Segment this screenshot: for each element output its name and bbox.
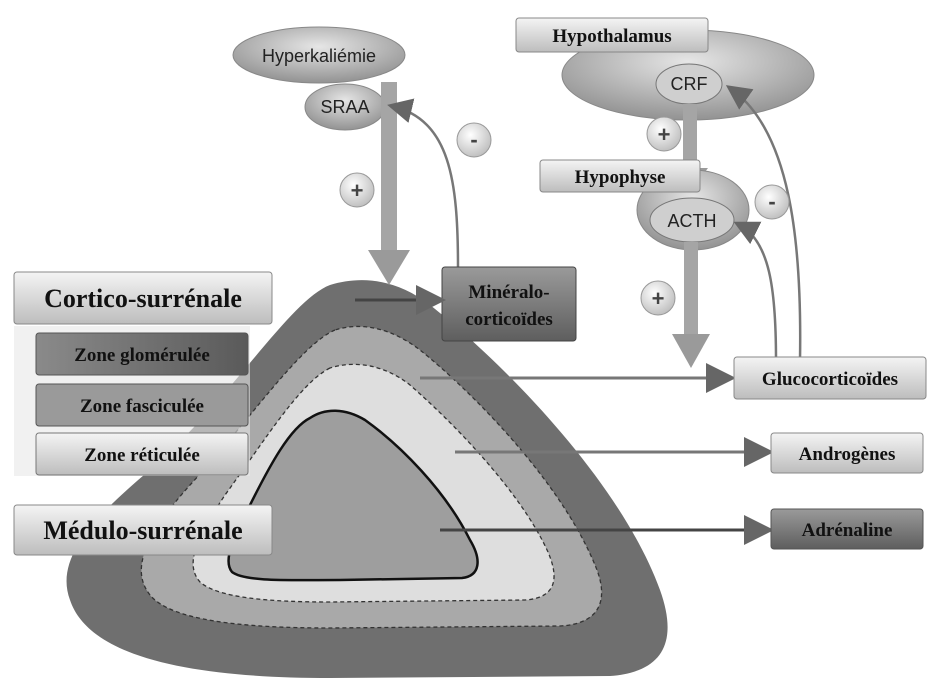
gluco-label: Glucocorticoïdes: [762, 369, 898, 390]
gluco-feedback-to-acth: [738, 224, 776, 360]
crf-node: CRF: [656, 64, 722, 104]
cortex-label: Cortico-surrénale: [44, 284, 242, 313]
adre-label: Adrénaline: [802, 520, 893, 541]
mineralo-box: Minéralo- corticoïdes: [442, 267, 576, 341]
hypothalamus-label: Hypothalamus: [552, 26, 671, 47]
mineralo-label-line1: Minéralo-: [468, 282, 549, 303]
zone-glomerulee-label: Zone glomérulée: [74, 345, 210, 366]
acth-label: ACTH: [668, 211, 717, 231]
cortex-label-box: Cortico-surrénale: [14, 272, 272, 324]
plus-sign-acth: +: [641, 281, 675, 315]
hyperkaliemie-label: Hyperkaliémie: [262, 46, 376, 66]
plus-sign-crf: +: [647, 117, 681, 151]
andro-label: Androgènes: [799, 444, 896, 465]
zone-fasciculee-box: Zone fasciculée: [36, 384, 248, 426]
minus-sign-acth: -: [755, 185, 789, 219]
hyperkaliemie-node: Hyperkaliémie: [233, 27, 405, 83]
acth-stimulation-arrow: [672, 242, 710, 368]
svg-text:+: +: [652, 286, 665, 311]
hypophyse-label: Hypophyse: [575, 167, 666, 188]
adre-box: Adrénaline: [771, 509, 923, 549]
zone-glomerulee-box: Zone glomérulée: [36, 333, 248, 375]
hypothalamus-label-box: Hypothalamus: [516, 18, 708, 52]
medulla-label-box: Médulo-surrénale: [14, 505, 272, 555]
svg-text:+: +: [351, 178, 364, 203]
svg-text:-: -: [470, 127, 477, 152]
andro-box: Androgènes: [771, 433, 923, 473]
svg-text:-: -: [768, 189, 775, 214]
gluco-box: Glucocorticoïdes: [734, 357, 926, 399]
minus-sign-sraa: -: [457, 123, 491, 157]
zone-reticulee-label: Zone réticulée: [84, 445, 200, 466]
zone-reticulee-box: Zone réticulée: [36, 433, 248, 475]
sraa-label: SRAA: [320, 97, 369, 117]
mineralo-label-line2: corticoïdes: [465, 309, 553, 330]
medulla-label: Médulo-surrénale: [43, 516, 242, 545]
plus-sign-sraa: +: [340, 173, 374, 207]
hypophyse-label-box: Hypophyse: [540, 160, 700, 192]
zones-panel: Zone glomérulée Zone fasciculée Zone rét…: [14, 326, 250, 476]
sraa-node: SRAA: [305, 84, 385, 130]
crf-label: CRF: [671, 74, 708, 94]
zone-fasciculee-label: Zone fasciculée: [80, 396, 204, 417]
svg-text:+: +: [658, 122, 671, 147]
acth-node: ACTH: [650, 198, 734, 242]
mineralo-feedback-arrow: [392, 106, 458, 268]
